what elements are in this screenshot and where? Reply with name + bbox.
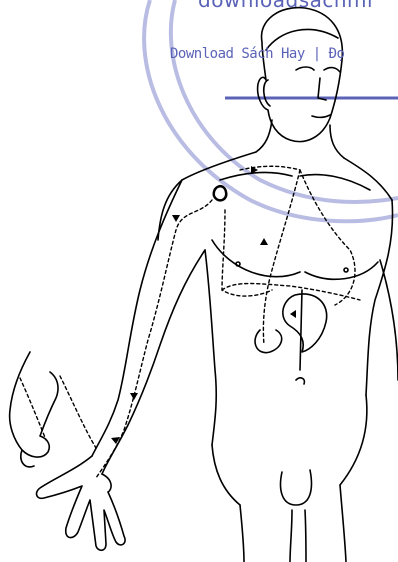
ear xyxy=(264,80,270,106)
watermark-domain: downloadsachmi xyxy=(198,0,373,12)
leg-right xyxy=(340,485,346,562)
detail-hand xyxy=(10,352,58,457)
leg-inner-left xyxy=(290,510,292,562)
watermark-subtitle: Download Sách Hay | Đọ xyxy=(170,46,344,62)
watermark-seal xyxy=(144,0,398,221)
hand-outline xyxy=(37,456,126,550)
hip-left xyxy=(212,445,240,505)
shoulder-loop-mark xyxy=(214,186,226,200)
navel xyxy=(296,378,304,384)
nipple-right xyxy=(344,268,348,272)
eyebrow-right xyxy=(324,68,340,72)
mouth xyxy=(312,115,330,117)
leg-left xyxy=(240,505,244,562)
clavicle-right xyxy=(300,175,370,190)
pectoral-left xyxy=(212,240,300,277)
arrow-up-icon xyxy=(260,238,268,245)
arm-upper-outer xyxy=(92,180,182,456)
neck-right xyxy=(330,125,344,158)
head-outline xyxy=(258,8,343,142)
detail-hand-finger xyxy=(21,450,34,467)
leg-inner-right xyxy=(305,510,306,562)
genital-outline xyxy=(281,470,312,505)
eyebrow-left xyxy=(296,67,314,70)
arrow-left-icon xyxy=(290,310,296,318)
arrow-down-icon xyxy=(130,393,138,400)
neck-left xyxy=(256,120,272,152)
torso-left xyxy=(205,250,216,445)
arrow-down-icon xyxy=(172,215,180,222)
hip-right xyxy=(340,395,367,485)
stomach-outline xyxy=(283,294,327,352)
pectoral-right xyxy=(305,262,378,279)
intestine-loop xyxy=(255,330,282,353)
shoulder-right xyxy=(344,158,392,200)
torso-right xyxy=(366,200,393,395)
meridian-path xyxy=(20,166,360,478)
abdomen-line xyxy=(300,290,302,370)
nipple-left xyxy=(236,262,240,266)
